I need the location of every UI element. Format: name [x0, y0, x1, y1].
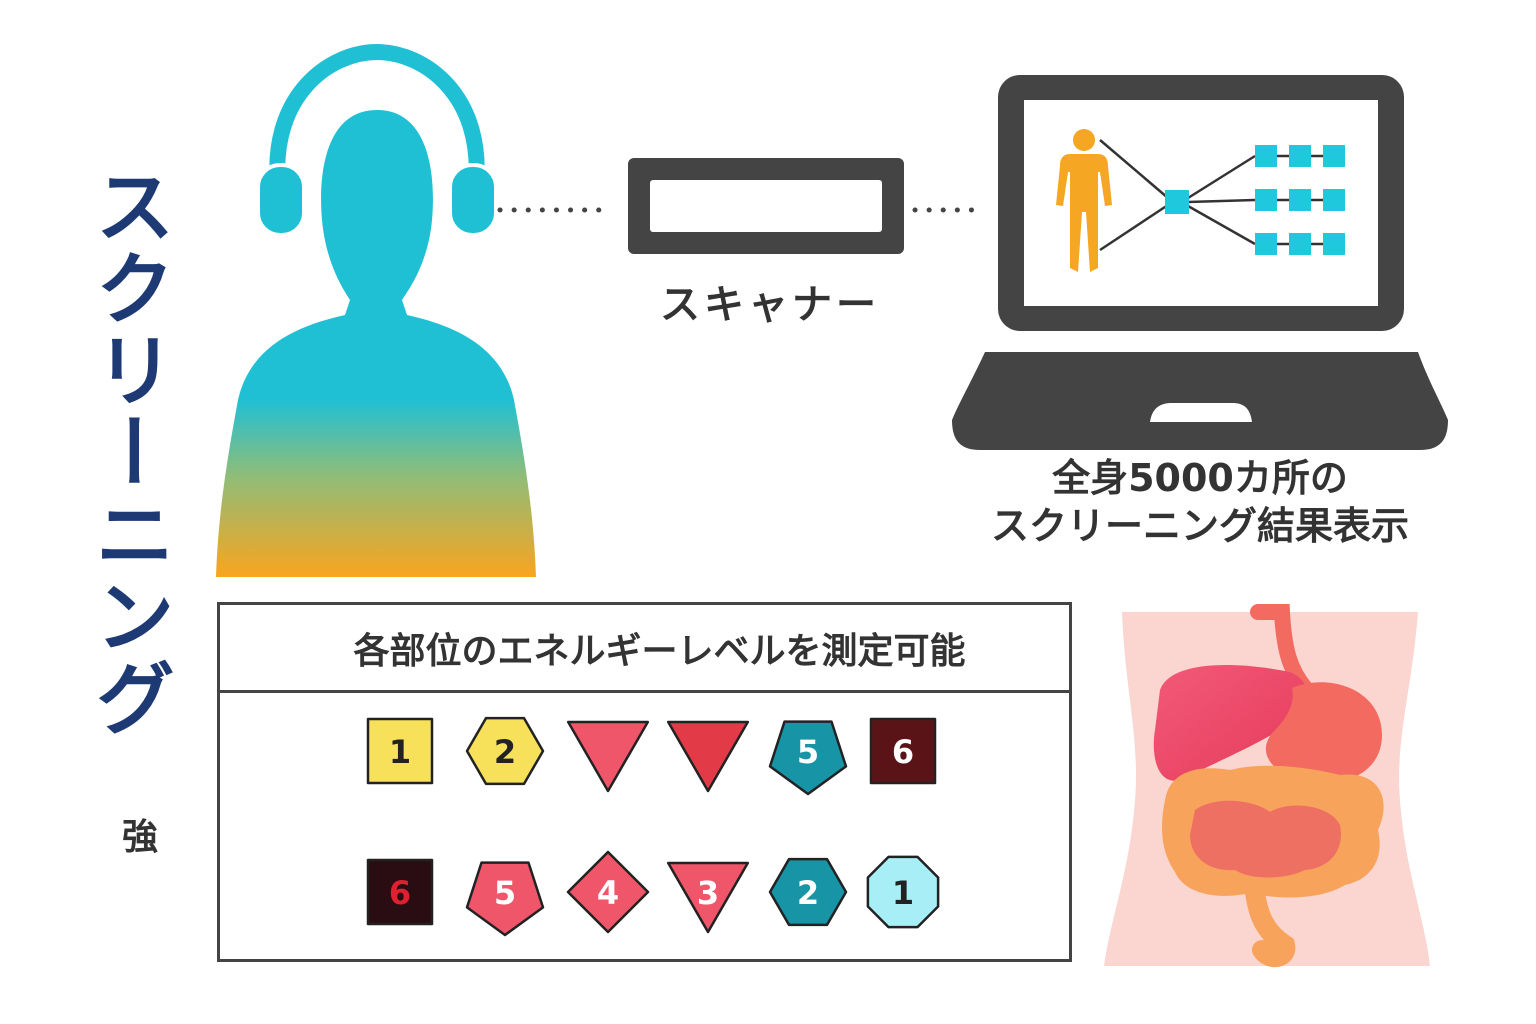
laptop-caption-line2: スクリーニング結果表示	[990, 503, 1409, 548]
screen-nodes	[1165, 145, 1345, 255]
digestive-system-icon	[1104, 604, 1430, 968]
panel-title: 各部位のエネルギーレベルを測定可能	[220, 605, 1069, 693]
page-title: スクリーニング	[82, 165, 175, 739]
energy-level-panel: 各部位のエネルギーレベルを測定可能	[217, 602, 1072, 962]
intensity-label: 強	[122, 817, 159, 858]
laptop-icon	[952, 75, 1448, 450]
body-figure-icon	[1056, 129, 1112, 272]
laptop-caption: 全身5000カ所の スクリーニング結果表示	[950, 455, 1450, 550]
scanner-label: スキャナー	[660, 282, 880, 328]
headphones-icon	[256, 43, 498, 237]
laptop-caption-line1: 全身5000カ所の	[1052, 456, 1348, 500]
person-icon	[216, 43, 536, 577]
scanner-icon	[628, 158, 904, 254]
